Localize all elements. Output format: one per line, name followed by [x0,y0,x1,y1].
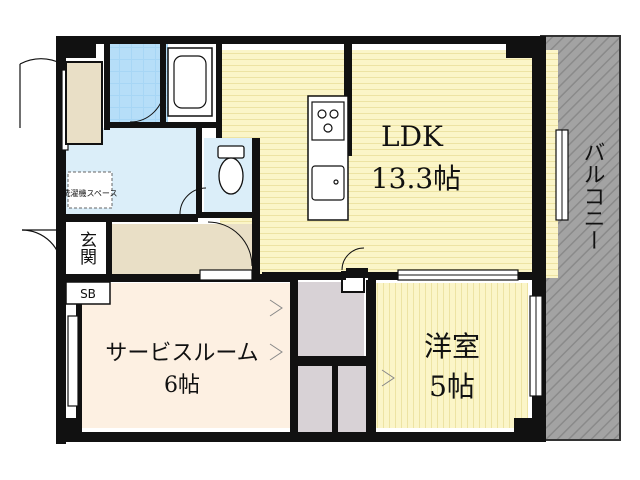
kitchen-counter [307,95,349,221]
service-floor [80,283,290,428]
bathroom-floor [110,44,168,122]
bathtub-icon [167,47,213,117]
toilet-icon [217,145,245,195]
genkan-label: 玄関 [76,231,96,265]
balcony-label: バルコニー [580,141,605,251]
western-size: 5帖 [429,370,475,403]
door-swing-icon [19,58,63,271]
ldk-name: LDK [381,120,444,153]
entrance-floor [66,224,106,280]
western-name: 洋室 [424,330,480,363]
service-name: サービスルーム [105,341,258,366]
shoebox-label: SB [80,287,96,301]
closet-2 [296,366,332,432]
interior-door-icons [129,87,365,271]
hallway-floor [112,224,252,274]
closet-1 [296,282,364,356]
washer-space-box [67,171,113,209]
stove-icon [311,101,345,141]
closet-shelf-lines [269,299,395,387]
meter-box [65,61,103,145]
ldk-size: 13.3帖 [371,162,461,195]
western-floor [376,283,528,428]
shoebox [65,281,111,305]
kitchen-sink-icon [311,165,345,201]
ldk-floor [220,50,558,278]
washer-space-label: 洗濯機スペース [62,188,117,198]
service-size: 6帖 [164,373,200,398]
